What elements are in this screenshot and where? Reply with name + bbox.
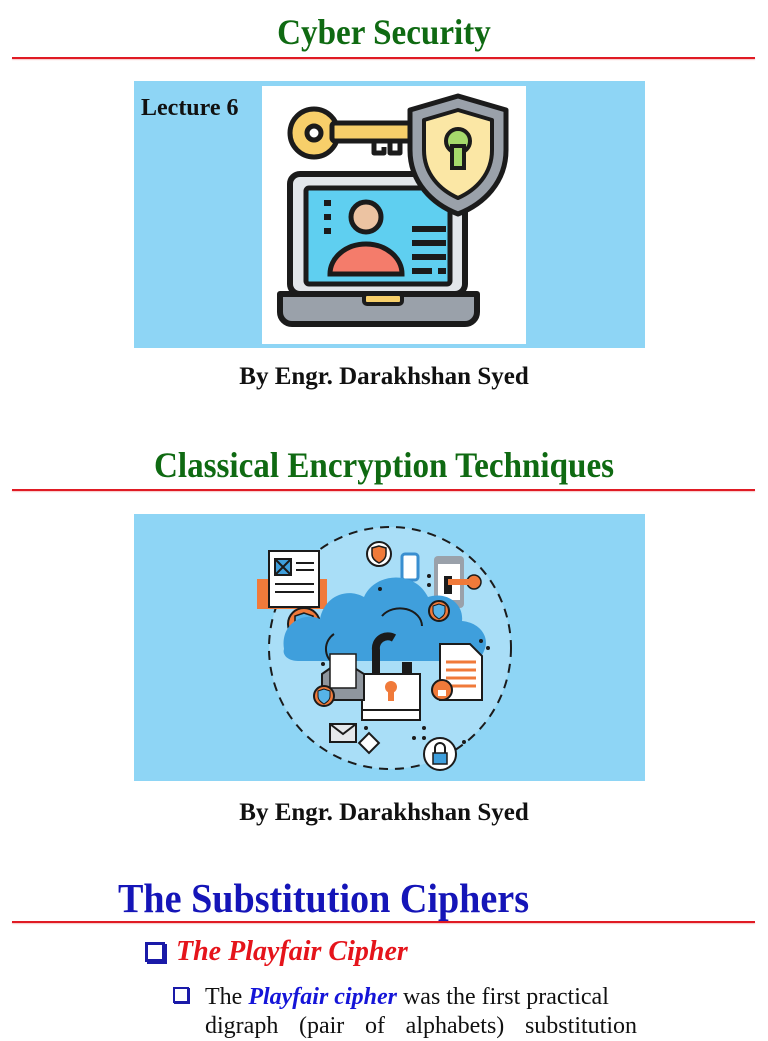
slide-title-classical-encryption: Classical Encryption Techniques [153, 445, 615, 485]
bullet-playfair-description: The Playfair cipher was the first practi… [205, 982, 637, 1012]
slide-title-substitution-ciphers: The Substitution Ciphers [118, 875, 530, 921]
title-divider [12, 57, 755, 59]
laptop-key-shield-icon [277, 93, 509, 327]
slide-title-cyber-security: Cyber Security [277, 12, 491, 52]
laptop-security-image [262, 86, 526, 344]
bullet-square-icon [173, 987, 189, 1003]
bullet-continuation: digraph (pair of alphabets) substitution [205, 1013, 637, 1039]
bullet-square-icon [145, 942, 165, 962]
text-prefix: The [205, 984, 249, 1010]
cloud-security-icon [257, 526, 512, 771]
lecture-label: Lecture 6 [141, 95, 239, 121]
title-divider [12, 489, 755, 491]
title-divider [12, 921, 755, 923]
bullet-playfair-cipher: The Playfair Cipher [176, 936, 408, 967]
author-byline: By Engr. Darakhshan Syed [239, 363, 529, 390]
encryption-cover-panel [134, 514, 645, 781]
lecture-cover-panel: Lecture 6 [134, 81, 645, 348]
emphasis-playfair-cipher: Playfair cipher [248, 984, 397, 1010]
author-byline: By Engr. Darakhshan Syed [239, 799, 529, 826]
text-suffix: was the first practical [396, 984, 609, 1010]
